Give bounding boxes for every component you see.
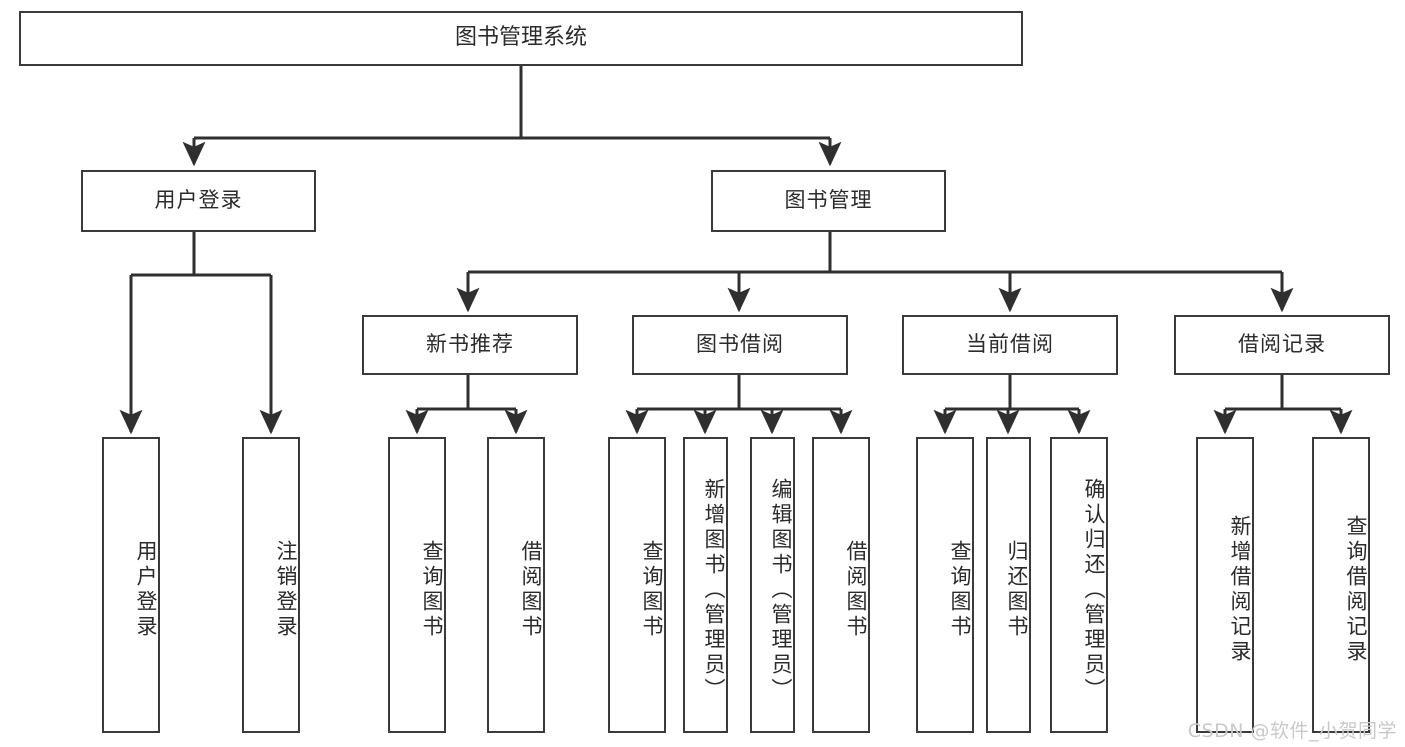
node-book-management[interactable]: 图书管理: [711, 170, 946, 232]
node-label: 查询图书: [420, 540, 444, 640]
node-leaf-query-book-1[interactable]: 查询图书: [388, 437, 446, 733]
node-leaf-add-book-admin[interactable]: 新增图书（管理员）: [683, 437, 728, 733]
node-user-login[interactable]: 用户登录: [81, 170, 316, 232]
node-label: 图书借阅: [696, 332, 784, 357]
node-leaf-query-book-2[interactable]: 查询图书: [608, 437, 666, 733]
node-book-borrowing[interactable]: 图书借阅: [632, 315, 848, 375]
node-borrowing-record[interactable]: 借阅记录: [1174, 315, 1390, 375]
node-label: 借阅记录: [1238, 332, 1326, 357]
node-leaf-query-book-3[interactable]: 查询图书: [916, 437, 974, 733]
watermark: CSDN @软件_小贺同学: [1187, 720, 1397, 742]
node-label: 查询借阅记录: [1344, 515, 1368, 665]
node-label: 用户登录: [154, 188, 243, 213]
node-leaf-borrow-book-1[interactable]: 借阅图书: [487, 437, 545, 733]
node-label: 当前借阅: [966, 332, 1054, 357]
node-leaf-edit-book-admin[interactable]: 编辑图书（管理员）: [750, 437, 795, 733]
node-leaf-query-borrow-record[interactable]: 查询借阅记录: [1312, 437, 1370, 733]
node-label: 新增图书（管理员）: [702, 477, 726, 703]
node-leaf-add-borrow-record[interactable]: 新增借阅记录: [1196, 437, 1254, 733]
node-label: 新书推荐: [426, 332, 514, 357]
node-label: 编辑图书（管理员）: [769, 477, 793, 703]
node-label: 借阅图书: [519, 540, 543, 640]
node-label: 图书管理: [784, 188, 873, 213]
node-label: 注销登录: [274, 540, 298, 640]
node-label: 用户登录: [134, 540, 158, 640]
node-leaf-borrow-book-2[interactable]: 借阅图书: [812, 437, 870, 733]
node-leaf-logout[interactable]: 注销登录: [242, 437, 300, 733]
node-leaf-confirm-return-admin[interactable]: 确认归还（管理员）: [1050, 437, 1108, 733]
node-new-book-recommendation[interactable]: 新书推荐: [362, 315, 578, 375]
node-label: 查询图书: [948, 540, 972, 640]
node-label: 借阅图书: [844, 540, 868, 640]
node-root-book-management-system[interactable]: 图书管理系统: [19, 11, 1023, 66]
node-leaf-user-login[interactable]: 用户登录: [102, 437, 160, 733]
node-current-borrowing[interactable]: 当前借阅: [902, 315, 1118, 375]
node-label: 归还图书: [1005, 540, 1029, 640]
node-label: 查询图书: [640, 540, 664, 640]
node-label: 新增借阅记录: [1228, 515, 1252, 665]
node-label: 图书管理系统: [454, 25, 587, 51]
node-leaf-return-book[interactable]: 归还图书: [986, 437, 1031, 733]
node-label: 确认归还（管理员）: [1082, 477, 1106, 703]
